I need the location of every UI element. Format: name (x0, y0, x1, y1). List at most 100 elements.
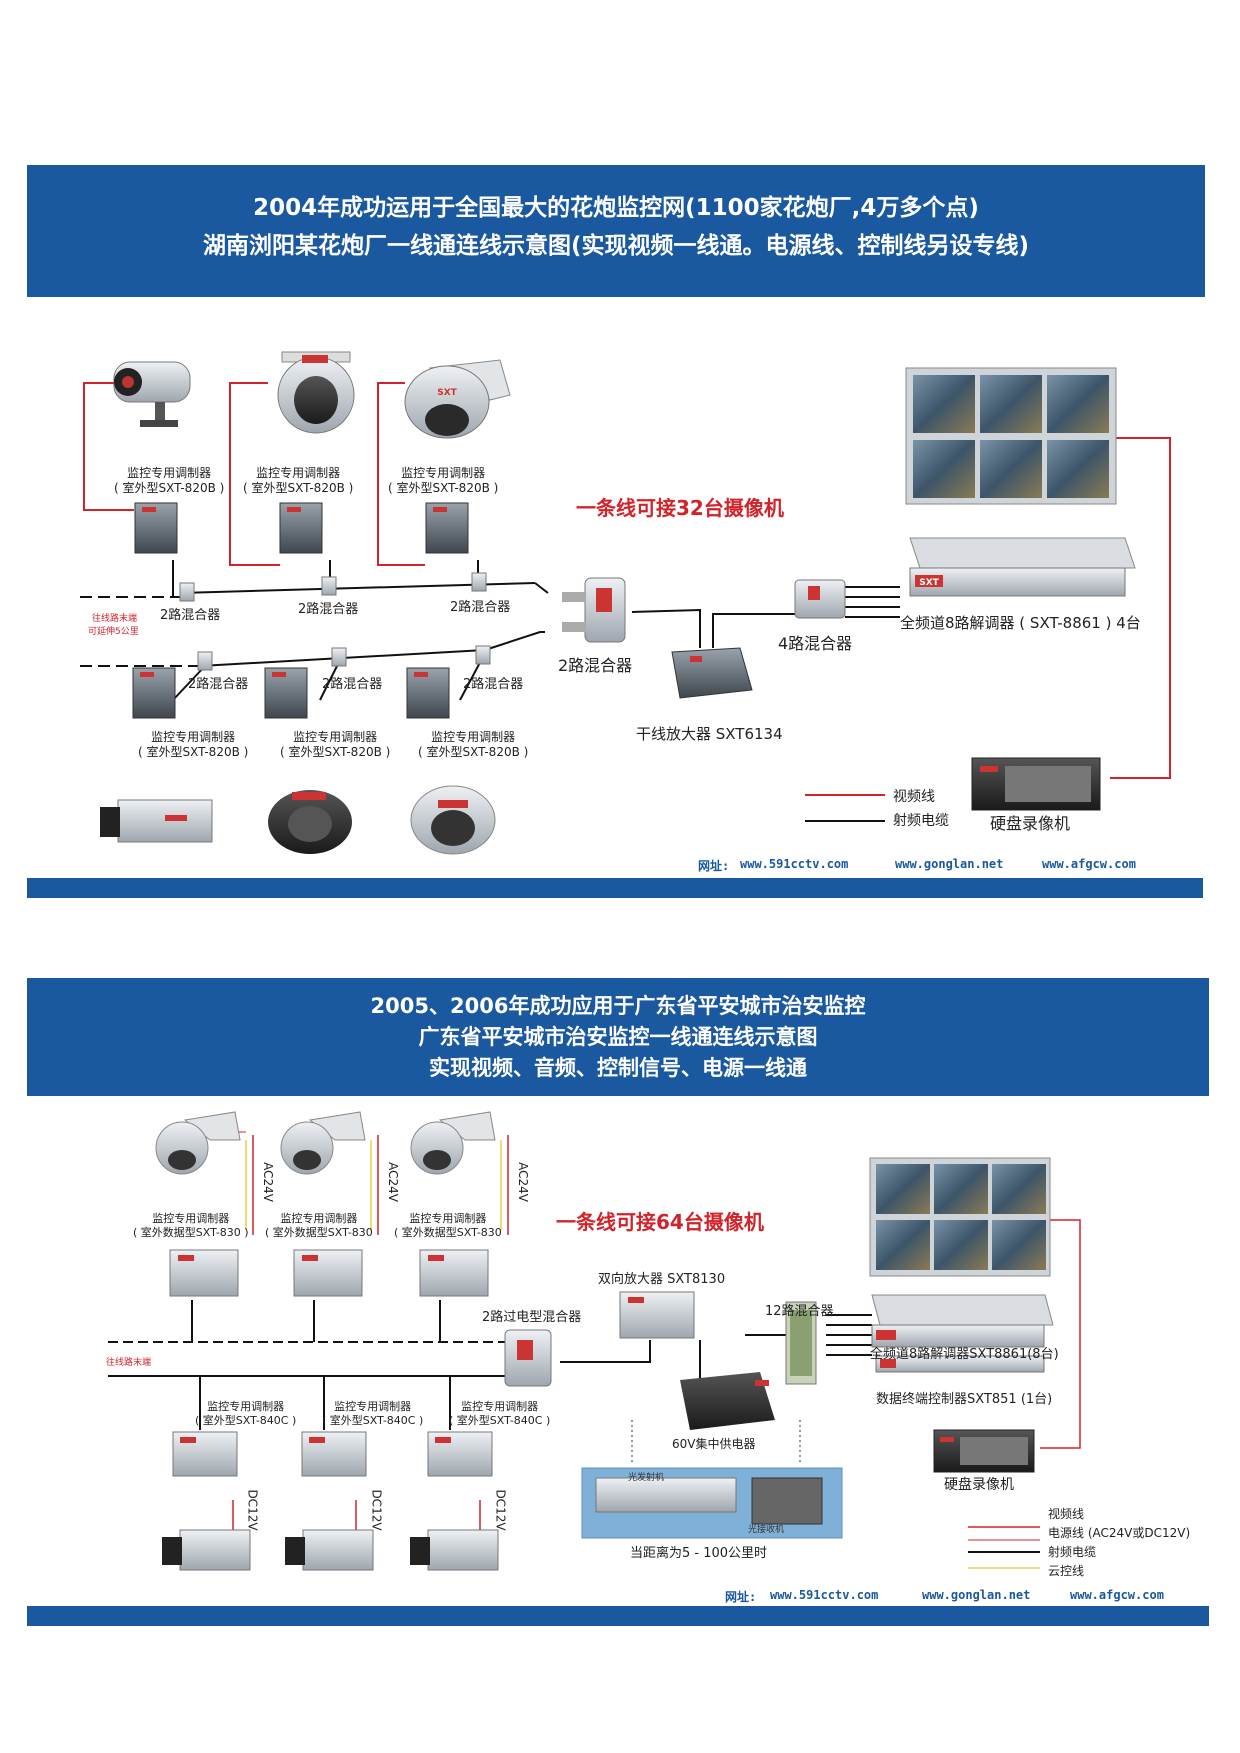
dc-voltage-label: DC12V (245, 1489, 260, 1531)
speed-dome-camera-icon (280, 1111, 366, 1175)
modulator-label: 监控专用调制器( 室外型SXT-840C ) (322, 1400, 424, 1427)
two-way-mixer-label: 2路混合器 (463, 677, 524, 692)
panel1-rf-lines (80, 560, 900, 822)
website-link[interactable]: www.591cctv.com (740, 857, 849, 871)
legend-video: 视频线 (1048, 1507, 1085, 1521)
line-end-label: 往线路末端 (106, 1358, 152, 1368)
modulator-icon (169, 1249, 239, 1297)
modulator-icon (132, 667, 176, 719)
svg-text:SXT: SXT (919, 578, 939, 588)
demodulator-rack-icon: SXT (909, 537, 1136, 597)
panel1-title-banner: 2004年成功运用于全国最大的花炮监控网(1100家花炮厂,4万多个点) 湖南浏… (27, 165, 1205, 297)
distance-label: 当距离为5 - 100公里时 (630, 1546, 768, 1561)
panel2-callout: 一条线可接64台摄像机 (556, 1210, 764, 1234)
ac-voltage-label: AC24V (385, 1162, 400, 1202)
two-way-mixer-label: 2路混合器 (188, 677, 249, 692)
modulator-icon (134, 502, 178, 554)
ac-voltage-label: AC24V (515, 1162, 530, 1202)
dvr-label: 硬盘录像机 (944, 1477, 1014, 1493)
demodulator-label: 全频道8路解调器 ( SXT-8861 ) 4台 (900, 614, 1141, 632)
box-camera-icon (410, 1529, 499, 1571)
modulator-label: 监控专用调制器( 室外型SXT-820B ) (280, 730, 391, 759)
modulator-label: 监控专用调制器( 室外数据型SXT-830 (394, 1212, 502, 1239)
modulator-label: 监控专用调制器( 室外型SXT-820B ) (243, 466, 354, 495)
panel1-title-line2: 湖南浏阳某花炮厂一线通连线示意图(实现视频一线通。电源线、控制线另设专线) (202, 233, 1030, 259)
panel2-title-banner: 2005、2006年成功应用于广东省平安城市治安监控 广东省平安城市治安监控一线… (27, 978, 1209, 1096)
panel2-title-line3: 实现视频、音频、控制信号、电源一线通 (429, 1056, 807, 1080)
modulator-label: 监控专用调制器( 室外型SXT-820B ) (388, 466, 499, 495)
dvr-label: 硬盘录像机 (990, 814, 1071, 833)
line-extend-label: 可延伸5公里 (88, 627, 139, 637)
fiber-receiver-label: 光接收机 (748, 1525, 785, 1535)
data-controller-label: 数据终端控制器SXT851 (1台) (876, 1392, 1053, 1407)
dome-camera-icon (268, 790, 352, 854)
dvr-icon (933, 1429, 1035, 1473)
legend-cloud-control: 云控线 (1048, 1564, 1085, 1578)
demodulator-rack-icon (871, 1294, 1054, 1348)
power-mixer-label: 2路过电型混合器 (482, 1310, 582, 1325)
four-way-mixer-icon (794, 579, 846, 619)
modulator-label: 监控专用调制器( 室外数据型SXT-830 ) (133, 1212, 249, 1239)
panel1-callout: 一条线可接32台摄像机 (576, 496, 784, 520)
speed-dome-camera-icon (410, 1111, 496, 1175)
bidirectional-amp-label: 双向放大器 SXT8130 (598, 1272, 726, 1287)
svg-text:SXT: SXT (437, 388, 457, 398)
modulator-icon (406, 667, 450, 719)
website-link[interactable]: www.afgcw.com (1042, 857, 1136, 871)
power-passing-mixer-icon (504, 1329, 552, 1387)
modulator-label: 监控专用调制器( 室外型SXT-840C ) (195, 1400, 297, 1427)
website-label: 网址: (698, 859, 730, 873)
box-camera-icon (162, 1529, 251, 1571)
twelve-way-mixer-icon (785, 1301, 817, 1385)
monitor-wall-icon (905, 367, 1117, 505)
legend-rf: 射频电缆 (893, 813, 949, 829)
data-controller-icon (875, 1355, 1045, 1373)
power-supply-label: 60V集中供电器 (672, 1437, 756, 1451)
legend-power: 电源线 (AC24V或DC12V) (1048, 1526, 1191, 1540)
box-camera-icon (285, 1529, 374, 1571)
modulator-label: 监控专用调制器( 室外型SXT-840C ) (449, 1400, 551, 1427)
panel2-title-line2: 广东省平安城市治安监控一线通连线示意图 (418, 1025, 818, 1049)
demodulator-label: 全频道8路解调器SXT8861(8台) (870, 1347, 1059, 1362)
legend-video: 视频线 (893, 789, 935, 805)
website-label: 网址: (725, 1590, 757, 1604)
dvr-icon (971, 757, 1101, 811)
website-link[interactable]: www.gonglan.net (895, 857, 1004, 871)
modulator-icon (425, 502, 469, 554)
panel2-power-lines (232, 1135, 1081, 1530)
two-way-mixer-label: 2路混合器 (322, 677, 383, 692)
fiber-link-panel (581, 1467, 843, 1539)
modulator-label: 监控专用调制器( 室外型SXT-820B ) (138, 730, 249, 759)
modulator-icon (293, 1249, 363, 1297)
modulator-icon (301, 1431, 367, 1477)
ac-voltage-label: AC24V (260, 1162, 275, 1202)
line-end-label: 往线路末端 (92, 614, 138, 624)
modulator-icon (427, 1431, 493, 1477)
panel2-footer-bar (27, 1606, 1209, 1626)
fiber-transmitter-label: 光发射机 (628, 1473, 665, 1483)
twelve-way-mixer-label: 12路混合器 (765, 1304, 834, 1319)
two-way-mixer-icon (562, 577, 626, 643)
modulator-icon (172, 1431, 238, 1477)
dome-camera-icon (410, 785, 496, 855)
website-link[interactable]: www.591cctv.com (770, 1588, 879, 1602)
modulator-icon (419, 1249, 489, 1297)
bidirectional-amplifier-icon (619, 1291, 695, 1339)
modulator-label: 监控专用调制器( 室外数据型SXT-830 (265, 1212, 373, 1239)
panel1-title-line1: 2004年成功运用于全国最大的花炮监控网(1100家花炮厂,4万多个点) (253, 195, 979, 221)
two-way-mixer-label: 2路混合器 (298, 602, 359, 617)
box-camera-icon (100, 799, 213, 843)
two-way-mixer-label: 2路混合器 (160, 608, 221, 623)
modulator-label: 监控专用调制器( 室外型SXT-820B ) (114, 466, 225, 495)
website-link[interactable]: www.afgcw.com (1070, 1588, 1164, 1602)
two-way-mixer-label: 2路混合器 (450, 600, 511, 615)
main-two-way-mixer-label: 2路混合器 (558, 656, 633, 675)
trunk-amplifier-icon (671, 647, 753, 699)
bullet-camera-icon (113, 361, 191, 427)
dc-voltage-label: DC12V (369, 1489, 384, 1531)
website-link[interactable]: www.gonglan.net (922, 1588, 1031, 1602)
dome-camera-icon (277, 351, 355, 434)
modulator-icon (264, 667, 308, 719)
panel2-cloud-lines (245, 1140, 1040, 1569)
